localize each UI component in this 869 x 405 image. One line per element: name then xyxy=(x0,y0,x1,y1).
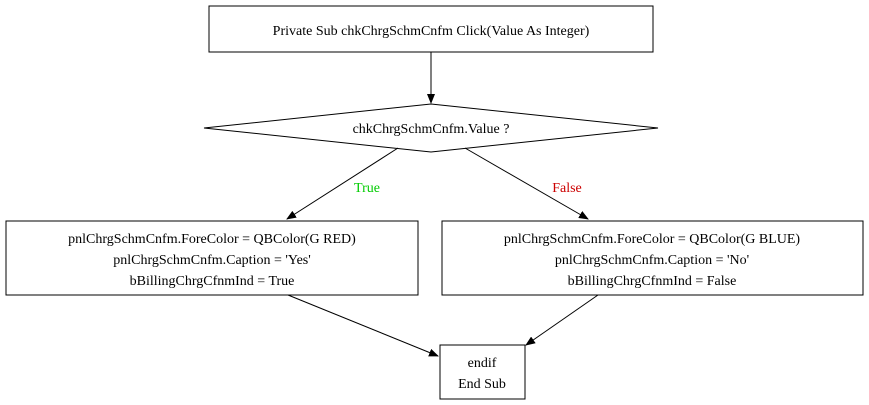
false-block-line: bBillingChrgCfnmInd = False xyxy=(568,274,737,289)
true-block-line: pnlChrgSchmCnfm.Caption = 'Yes' xyxy=(113,253,311,268)
true-block-node: pnlChrgSchmCnfm.ForeColor = QBColor(G RE… xyxy=(5,220,419,296)
edge-label-true: True xyxy=(354,181,380,196)
decision-node: chkChrgSchmCnfm.Value ? xyxy=(203,103,659,153)
edge-decision-to-true xyxy=(286,147,399,220)
decision-node-label: chkChrgSchmCnfm.Value ? xyxy=(353,122,510,137)
end-node-line: endif xyxy=(468,356,497,371)
edge-false-to-end xyxy=(525,294,599,346)
false-block-line: pnlChrgSchmCnfm.ForeColor = QBColor(G BL… xyxy=(504,232,801,247)
edge-decision-to-false xyxy=(464,147,589,220)
true-block-line: pnlChrgSchmCnfm.ForeColor = QBColor(G RE… xyxy=(68,232,356,247)
edge-label-false: False xyxy=(552,181,582,196)
edge-true-to-end xyxy=(287,294,439,357)
start-node-label: Private Sub chkChrgSchmCnfm Click(Value … xyxy=(273,24,590,39)
end-node: endif End Sub xyxy=(439,344,526,400)
false-block-node: pnlChrgSchmCnfm.ForeColor = QBColor(G BL… xyxy=(441,220,864,296)
true-block-line: bBillingChrgCfnmInd = True xyxy=(130,274,295,289)
end-node-line: End Sub xyxy=(458,377,506,392)
start-node: Private Sub chkChrgSchmCnfm Click(Value … xyxy=(208,5,654,53)
false-block-line: pnlChrgSchmCnfm.Caption = 'No' xyxy=(555,253,749,268)
